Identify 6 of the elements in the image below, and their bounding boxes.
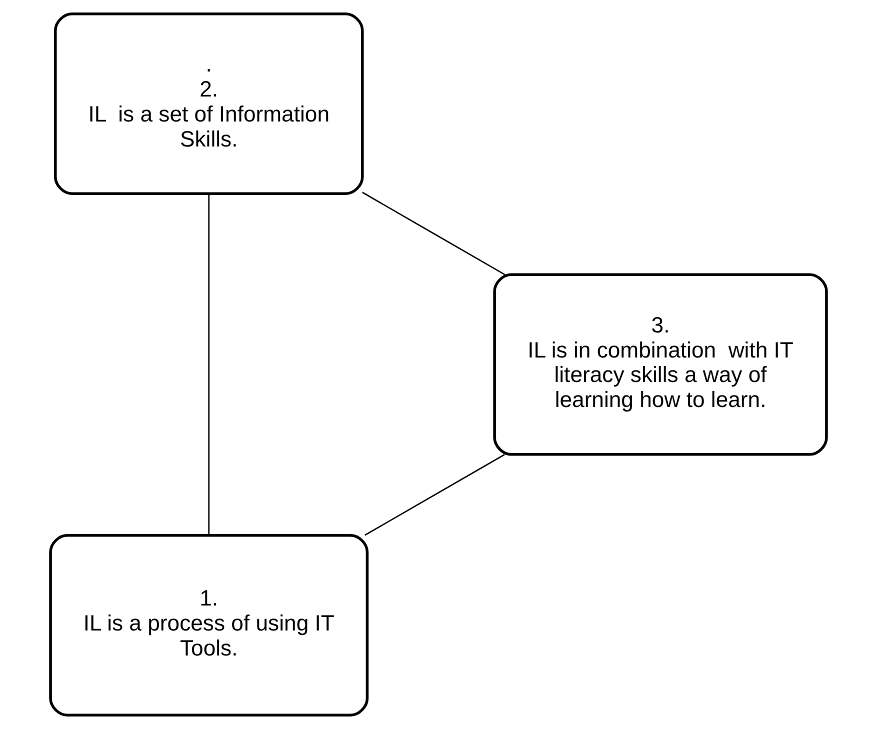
connector [364, 454, 504, 536]
connector [362, 192, 505, 276]
node-box: 1. IL is a process of using IT Tools. [48, 534, 368, 717]
node-box: 3. IL is in combination with IT literacy skills a way of learning how to learn. [492, 273, 828, 456]
node-box: . 2. IL is a set of Information Skills. [53, 12, 364, 196]
connector [208, 194, 210, 535]
